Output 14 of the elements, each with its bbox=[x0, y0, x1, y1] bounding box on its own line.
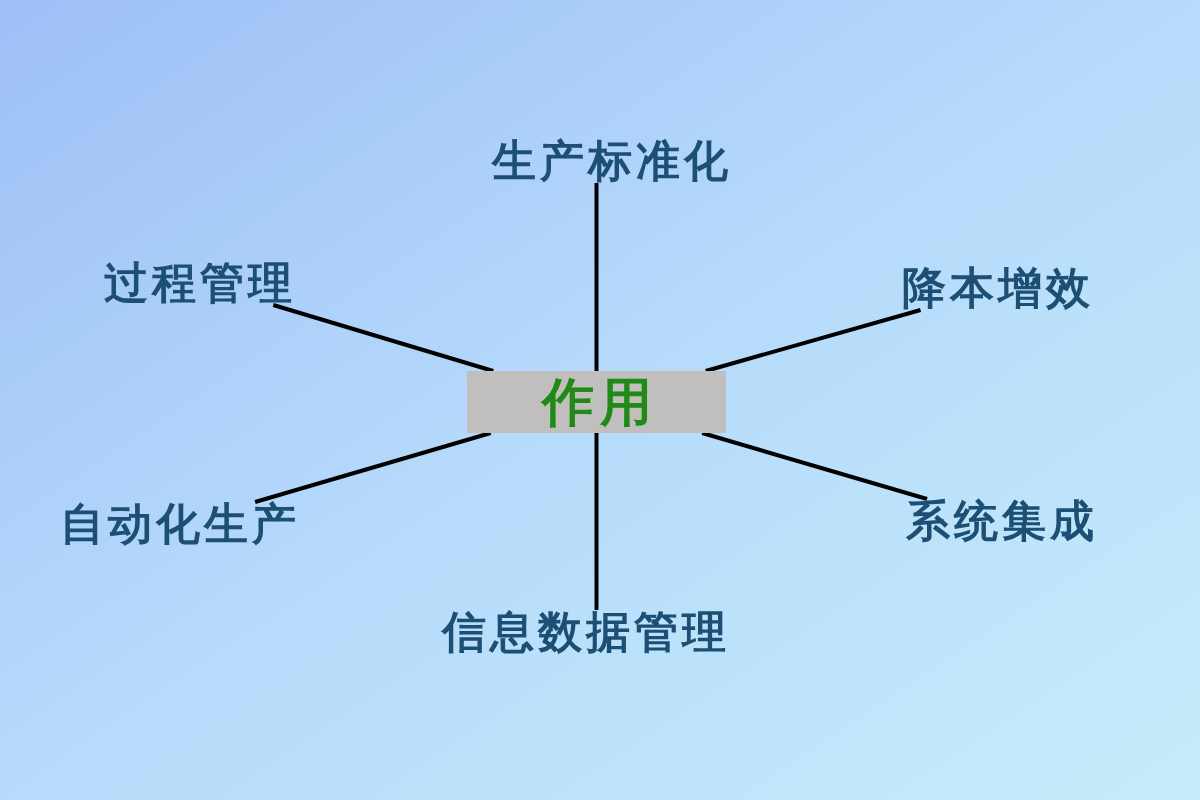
branch-label: 过程管理 bbox=[104, 261, 296, 305]
branch-label: 自动化生产 bbox=[60, 502, 300, 546]
branch-label: 信息数据管理 bbox=[442, 610, 730, 654]
branch-label: 系统集成 bbox=[906, 499, 1098, 543]
center-box bbox=[467, 371, 726, 433]
connector-line bbox=[705, 308, 922, 373]
branch-label: 生产标准化 bbox=[492, 139, 732, 183]
connector-line bbox=[272, 303, 494, 373]
connector-line bbox=[594, 433, 599, 610]
connector-line bbox=[594, 183, 599, 371]
branch-label: 降本增效 bbox=[902, 266, 1094, 310]
connector-line bbox=[254, 431, 492, 504]
center-label: 作用 bbox=[539, 376, 658, 428]
connector-line bbox=[701, 431, 928, 501]
